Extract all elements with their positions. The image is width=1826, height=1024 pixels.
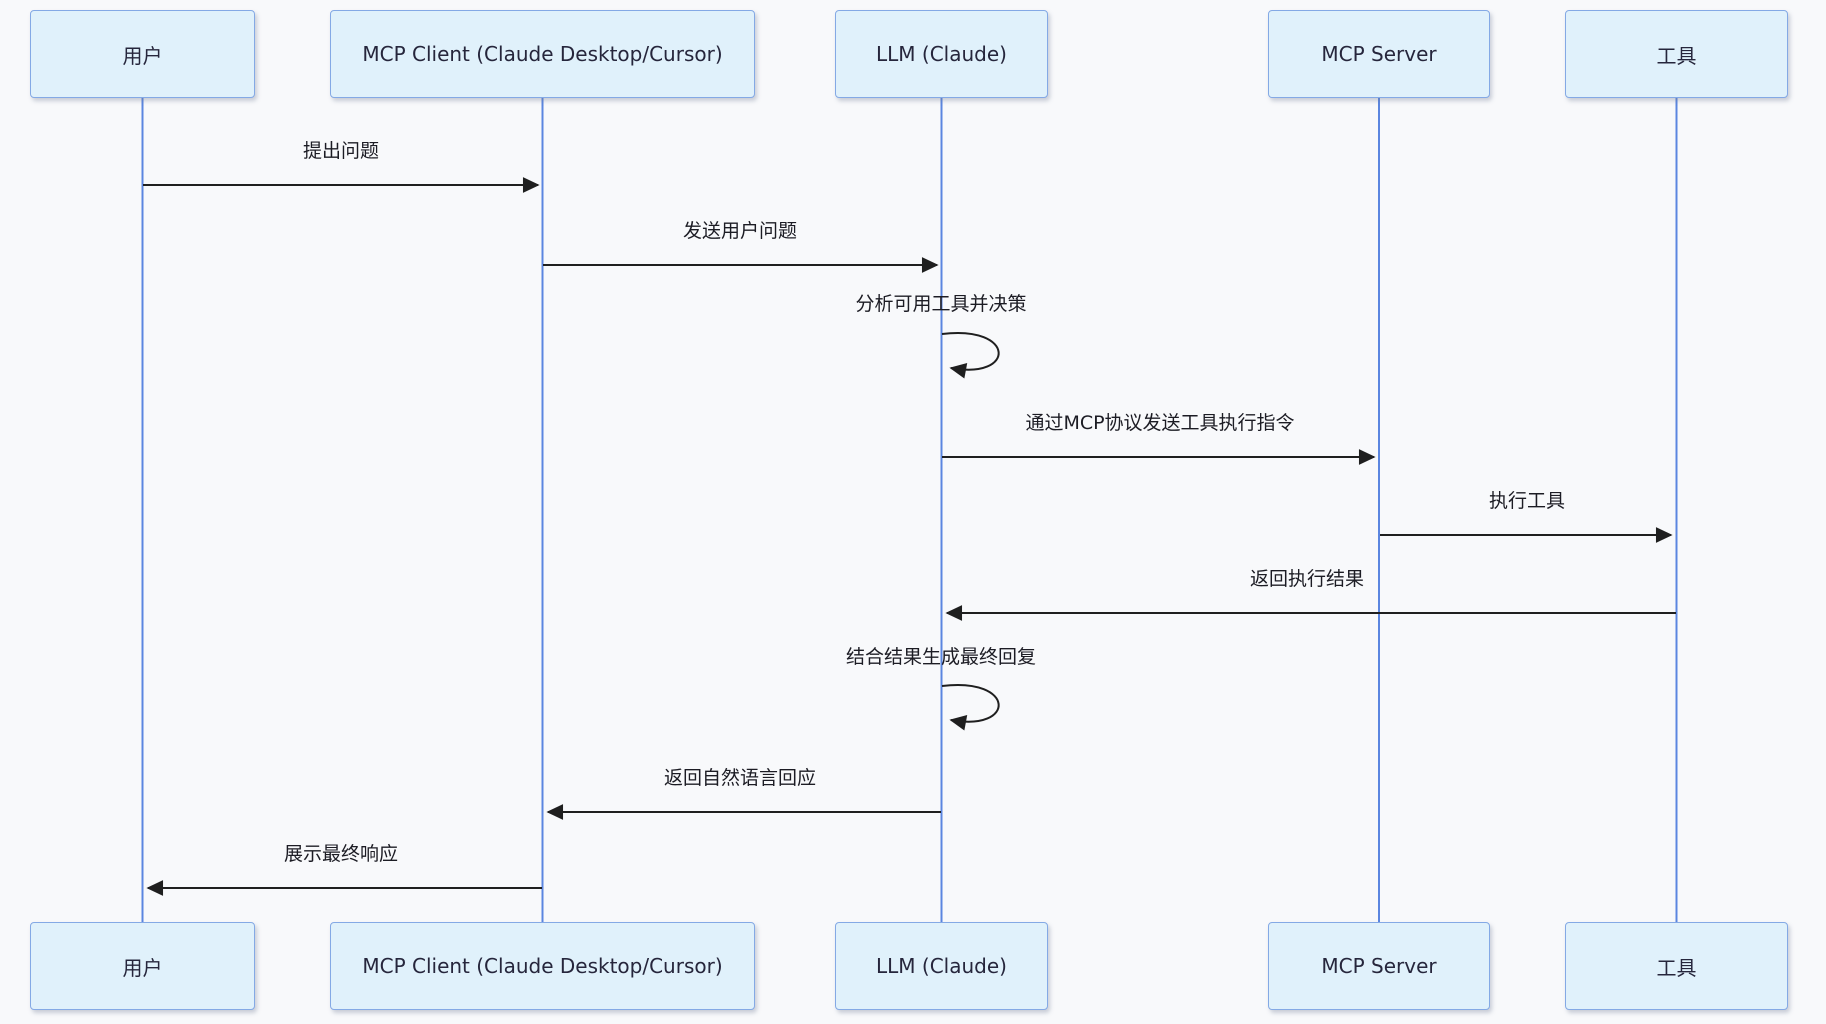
message-arrows xyxy=(143,177,1676,896)
actor-label: 用户 xyxy=(122,955,163,980)
actor-top-tool: 工具 xyxy=(1565,10,1788,98)
actor-top-user: 用户 xyxy=(30,10,255,98)
actor-label: 工具 xyxy=(1656,955,1697,980)
actor-label: MCP Client (Claude Desktop/Cursor) xyxy=(362,954,723,978)
actor-top-llm: LLM (Claude) xyxy=(835,10,1048,98)
message-label-9: 展示最终响应 xyxy=(283,843,399,865)
actor-top-mcp-server: MCP Server xyxy=(1268,10,1490,98)
actor-label: LLM (Claude) xyxy=(876,42,1007,66)
actor-label: 用户 xyxy=(122,43,163,68)
actor-bottom-llm: LLM (Claude) xyxy=(835,922,1048,1010)
message-label-2: 发送用户问题 xyxy=(682,220,798,242)
actor-label: MCP Client (Claude Desktop/Cursor) xyxy=(362,42,723,66)
actor-label: MCP Server xyxy=(1321,954,1437,978)
message-label-5: 执行工具 xyxy=(1488,490,1566,512)
message-label-6: 返回执行结果 xyxy=(1249,568,1365,590)
message-label-7: 结合结果生成最终回复 xyxy=(845,646,1037,668)
actor-bottom-mcp-server: MCP Server xyxy=(1268,922,1490,1010)
actor-label: MCP Server xyxy=(1321,42,1437,66)
actor-bottom-mcp-client: MCP Client (Claude Desktop/Cursor) xyxy=(330,922,755,1010)
actor-bottom-user: 用户 xyxy=(30,922,255,1010)
message-label-1: 提出问题 xyxy=(302,140,380,162)
actor-bottom-tool: 工具 xyxy=(1565,922,1788,1010)
actor-label: LLM (Claude) xyxy=(876,954,1007,978)
arrow-msg-3-self-loop xyxy=(941,332,1000,379)
message-label-3: 分析可用工具并决策 xyxy=(855,293,1027,315)
actor-top-mcp-client: MCP Client (Claude Desktop/Cursor) xyxy=(330,10,755,98)
lifelines xyxy=(141,98,1678,922)
actor-label: 工具 xyxy=(1656,43,1697,68)
message-label-4: 通过MCP协议发送工具执行指令 xyxy=(1025,412,1295,434)
message-label-8: 返回自然语言回应 xyxy=(663,767,817,789)
arrow-msg-7-self-loop xyxy=(941,684,1000,731)
